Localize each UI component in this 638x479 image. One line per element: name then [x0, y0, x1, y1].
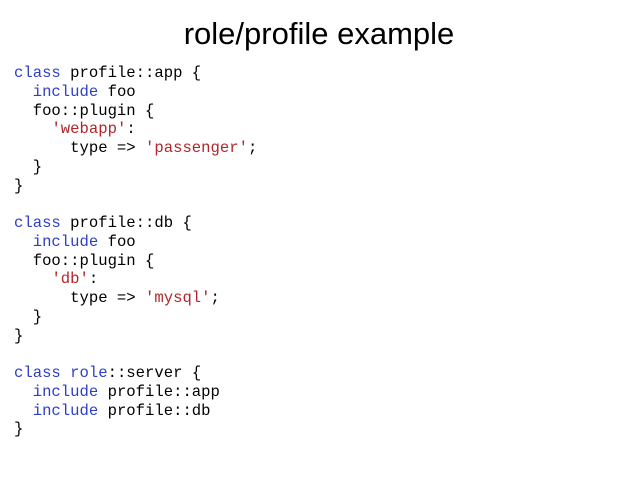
- code-token-plain: [14, 402, 33, 420]
- code-line: }: [14, 420, 257, 439]
- code-token-plain: }: [14, 326, 24, 345]
- code-line: foo::plugin {: [14, 252, 257, 271]
- code-token-plain: foo: [98, 82, 136, 101]
- code-line: type => 'mysql';: [14, 289, 257, 308]
- code-token-plain: ;: [210, 289, 220, 307]
- code-line: }: [14, 327, 257, 346]
- code-token-plain: [14, 120, 51, 138]
- code-line: include foo: [14, 233, 257, 252]
- code-line: type => 'passenger';: [14, 139, 257, 158]
- code-token-plain: type =>: [14, 139, 146, 157]
- code-line: [14, 195, 257, 214]
- code-token-plain: profile::db {: [60, 214, 192, 232]
- code-token-plain: }: [14, 157, 43, 176]
- code-line: }: [14, 308, 257, 327]
- code-token-plain: }: [14, 307, 43, 326]
- code-line: include profile::app: [14, 383, 257, 402]
- code-line: 'webapp':: [14, 120, 257, 139]
- code-token-plain: :: [88, 270, 99, 289]
- code-token-plain: ;: [247, 139, 258, 157]
- code-line: [14, 345, 257, 364]
- code-token-plain: }: [14, 176, 24, 195]
- code-token-plain: [14, 233, 33, 251]
- code-token-plain: }: [14, 420, 24, 439]
- code-token-plain: [14, 383, 33, 401]
- code-line: include profile::db: [14, 402, 257, 421]
- code-token-plain: profile::app {: [60, 64, 202, 82]
- code-token-string: 'mysql': [145, 289, 211, 307]
- code-token-string: 'webapp': [51, 120, 127, 139]
- code-token-plain: foo: [98, 232, 136, 251]
- code-token-plain: foo::plugin {: [14, 251, 155, 270]
- code-token-keyword: include: [32, 232, 99, 251]
- code-token-keyword: class: [14, 364, 61, 382]
- code-token-keyword: include: [32, 382, 99, 401]
- code-token-plain: foo::plugin {: [14, 101, 155, 120]
- code-token-string: 'passenger': [145, 139, 248, 157]
- code-line: class profile::app {: [14, 64, 257, 83]
- code-token-plain: profile::app: [98, 382, 220, 401]
- code-token-plain: [61, 364, 70, 382]
- code-token-string: 'db': [51, 270, 89, 289]
- code-token-plain: [14, 83, 33, 101]
- code-token-keyword: class: [14, 214, 61, 232]
- code-token-plain: [14, 270, 51, 288]
- code-token-keyword: class: [14, 64, 61, 82]
- code-line: foo::plugin {: [14, 102, 257, 121]
- code-token-plain: :: [126, 120, 136, 139]
- code-token-keyword: role: [70, 364, 108, 382]
- code-token-plain: ::server {: [107, 364, 202, 382]
- code-line: }: [14, 158, 257, 177]
- slide-title: role/profile example: [183, 16, 455, 51]
- code-token-keyword: include: [32, 401, 99, 420]
- code-line: 'db':: [14, 270, 257, 289]
- code-token-plain: profile::db: [98, 401, 211, 420]
- code-line: class profile::db {: [14, 214, 257, 233]
- code-line: }: [14, 177, 257, 196]
- code-line: class role::server {: [14, 364, 257, 383]
- code-line: include foo: [14, 83, 257, 102]
- code-token-plain: type =>: [14, 289, 146, 307]
- code-block: class profile::app { include foo foo::pl…: [14, 64, 257, 439]
- code-token-keyword: include: [32, 82, 99, 101]
